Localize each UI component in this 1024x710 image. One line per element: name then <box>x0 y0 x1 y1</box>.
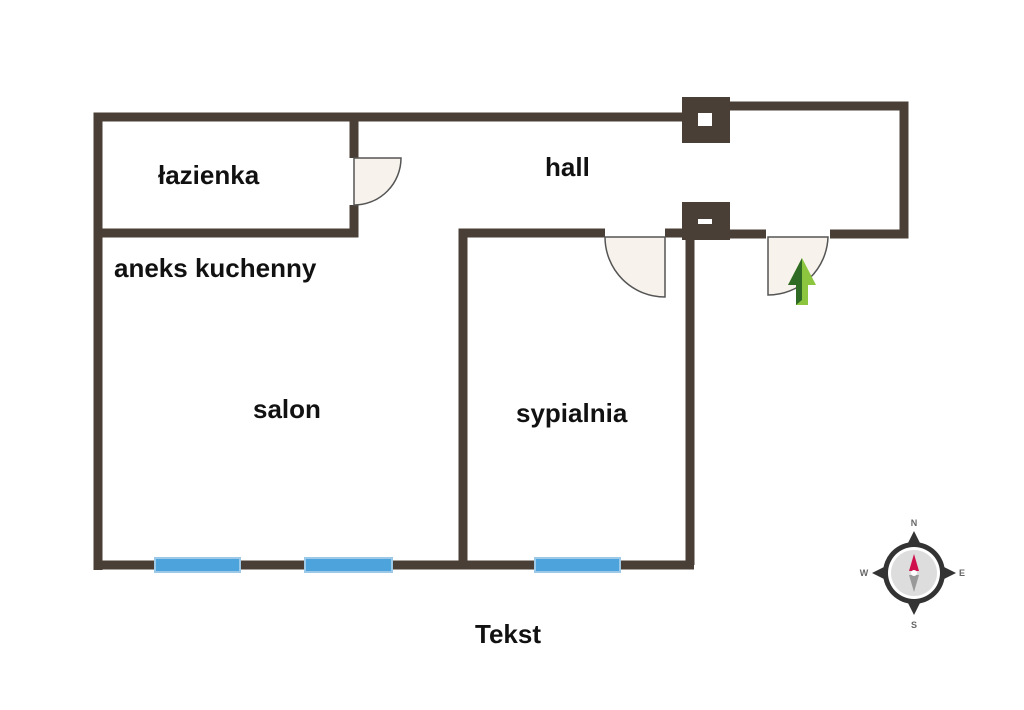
room-label-bedroom: sypialnia <box>516 398 628 428</box>
wall-bathroom <box>98 205 359 238</box>
entrance-arrow-icon <box>788 258 816 305</box>
windows <box>154 557 621 573</box>
compass-icon: N S W E <box>860 518 965 630</box>
wall-hall-right <box>728 101 909 239</box>
compass-e: E <box>959 568 965 578</box>
caption: Tekst <box>475 619 541 649</box>
wall-bedroom-right <box>665 228 695 565</box>
window <box>534 557 621 573</box>
room-label-bathroom: łazienka <box>158 160 260 190</box>
room-label-living-room: salon <box>253 394 321 424</box>
window <box>304 557 393 573</box>
pillars <box>682 97 730 240</box>
window <box>154 557 241 573</box>
room-label-kitchenette: aneks kuchenny <box>114 253 317 283</box>
wall-bedroom-left <box>458 228 605 565</box>
door-bedroom <box>604 236 666 298</box>
compass-n: N <box>911 518 918 528</box>
compass-s: S <box>911 620 917 630</box>
room-label-hall: hall <box>545 152 590 182</box>
doors <box>353 157 829 298</box>
wall-outer-left-top <box>93 112 684 570</box>
door-bathroom <box>353 157 402 206</box>
compass-w: W <box>860 568 869 578</box>
